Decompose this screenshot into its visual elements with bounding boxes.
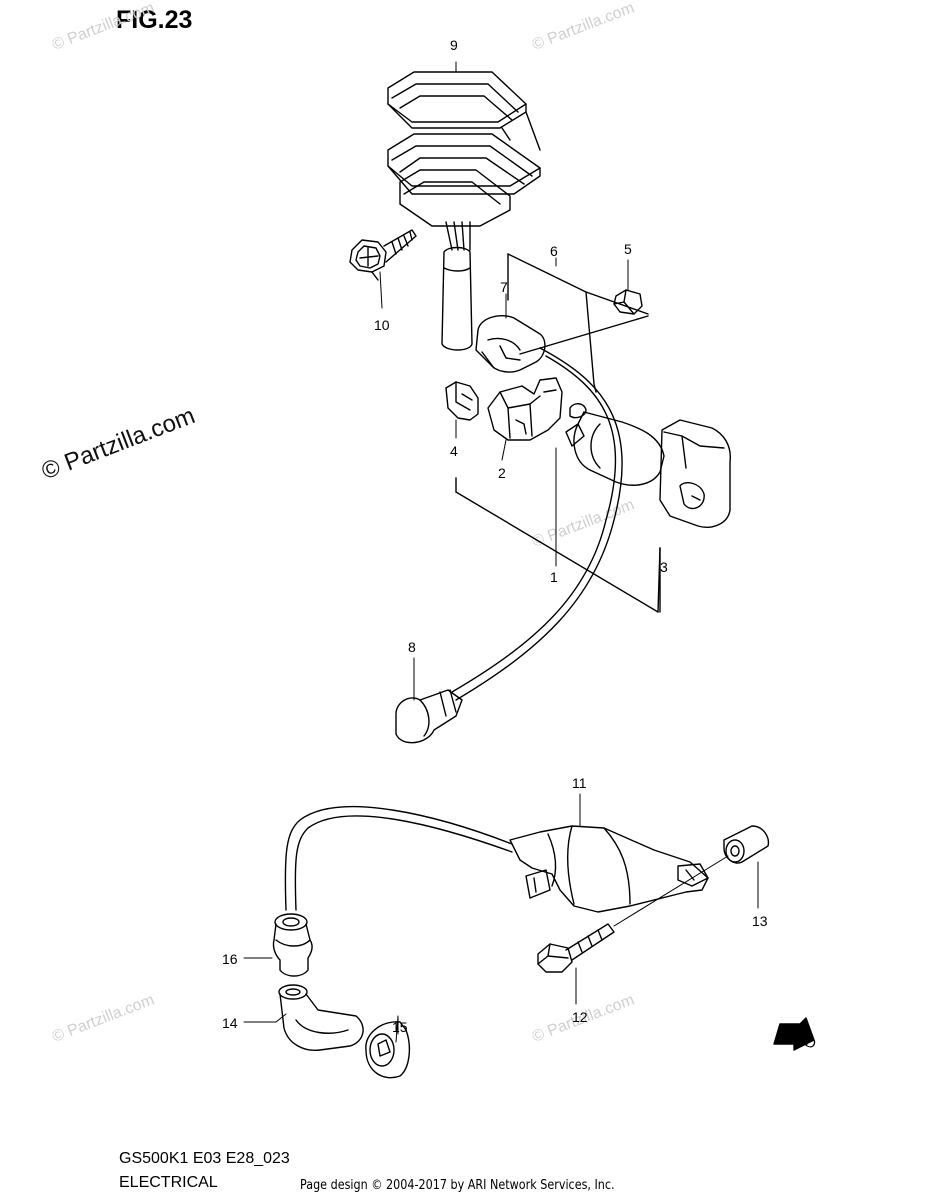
coil-cap-part-3[interactable] [573, 411, 731, 528]
callout-3[interactable]: 3 [660, 559, 668, 575]
callout-4[interactable]: 4 [450, 443, 458, 459]
bolt-part-12[interactable] [537, 923, 615, 973]
callout-1[interactable]: 1 [550, 569, 558, 585]
callout-8[interactable]: 8 [408, 639, 416, 655]
fwd-label: FWD [783, 1026, 818, 1052]
bolt-part-10[interactable] [349, 229, 417, 281]
model-code: GS500K1 E03 E28_023 [119, 1150, 290, 1167]
high-tension-lead [451, 347, 623, 701]
figure-title: FIG.23 [116, 6, 193, 34]
section-name: ELECTRICAL [119, 1174, 218, 1191]
callout-10[interactable]: 10 [374, 317, 390, 333]
ignition-coil-part-11[interactable] [509, 825, 709, 913]
page-copyright: Page design © 2004-2017 by ARI Network S… [300, 1178, 615, 1193]
callout-bracket-6 [507, 253, 649, 393]
callout-12[interactable]: 12 [572, 1009, 588, 1025]
callout-16[interactable]: 16 [222, 951, 238, 967]
coil-lead [284, 805, 513, 911]
callout-9[interactable]: 9 [450, 37, 458, 53]
callout-7[interactable]: 7 [500, 279, 508, 295]
callout-bracket-3 [455, 477, 661, 613]
mounting-axis-line [613, 855, 729, 927]
pickup-part-2[interactable] [487, 377, 563, 441]
collar-part-13[interactable] [723, 825, 770, 864]
callout-15[interactable]: 15 [392, 1019, 408, 1035]
callout-5[interactable]: 5 [624, 241, 632, 257]
callout-11[interactable]: 11 [572, 775, 587, 791]
forward-arrow-icon [773, 1017, 815, 1051]
callout-2[interactable]: 2 [498, 465, 506, 481]
cap-part-15[interactable] [365, 1021, 411, 1079]
cap-part-7[interactable] [475, 314, 546, 373]
regulator-rectifier-part[interactable] [387, 71, 541, 351]
clip-part-4[interactable] [445, 381, 479, 421]
spark-plug-cap-part-8[interactable] [395, 689, 463, 744]
grommet-part-16[interactable] [272, 913, 313, 977]
callout-14[interactable]: 14 [222, 1015, 238, 1031]
elbow-boot-part-14[interactable] [278, 984, 364, 1051]
screw-part-1[interactable] [565, 403, 587, 447]
leader-lines [243, 61, 759, 1043]
callout-6[interactable]: 6 [550, 243, 558, 259]
callout-13[interactable]: 13 [752, 913, 768, 929]
